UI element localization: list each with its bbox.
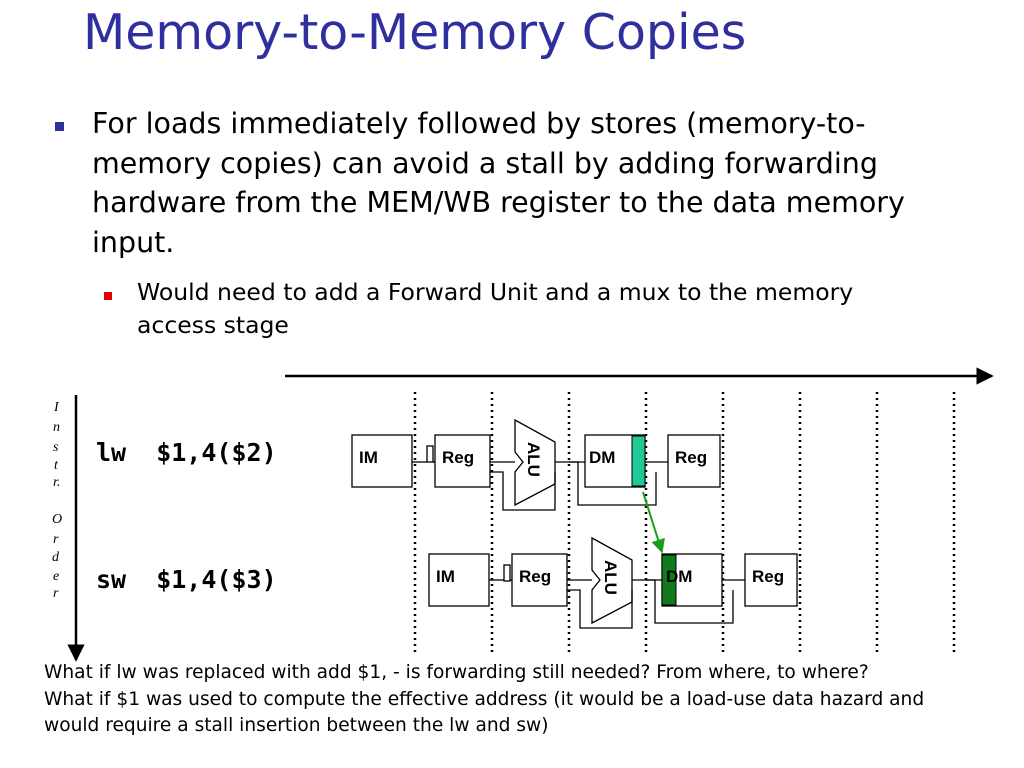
- instruction-lw: lw $1,4($2): [96, 438, 277, 467]
- order-letter: s: [53, 440, 59, 455]
- dm-forward-destination: [661, 554, 677, 606]
- question-line: What if lw was replaced with add $1, - i…: [44, 662, 869, 683]
- order-letter: O: [52, 512, 62, 527]
- im-stage-label: IM: [436, 567, 455, 586]
- order-letter: e: [53, 569, 59, 584]
- reg-read-stage-box: [511, 553, 568, 607]
- bullet-square-icon: [55, 122, 64, 131]
- pipeline-row-sw: IM Reg ALU DM Reg: [428, 536, 798, 629]
- question-text: What if lw was replaced with add $1, - i…: [44, 660, 1014, 740]
- alu-shape: [591, 536, 633, 625]
- clock-cycle-dividers: [413, 392, 956, 655]
- alu-stage-label: ALU: [601, 560, 620, 595]
- order-letter: r: [53, 586, 59, 601]
- order-letter: r.: [53, 475, 60, 490]
- question-line: would require a stall insertion between …: [44, 715, 549, 736]
- pipeline-row-lw: IM Reg ALU DM Reg: [351, 418, 721, 511]
- reg-read-stage-box: [434, 434, 491, 488]
- alu-shape: [514, 418, 556, 507]
- im-stage-box: [428, 553, 490, 607]
- main-bullet-text: For loads immediately followed by stores…: [92, 107, 905, 259]
- dm-stage-label: DM: [666, 567, 692, 586]
- if-id-register: [503, 564, 511, 582]
- reg-write-stage-box: [744, 553, 798, 607]
- dm-stage-label: DM: [589, 448, 615, 467]
- reg-read-stage-label: Reg: [442, 448, 474, 467]
- order-letter: d: [52, 550, 60, 565]
- alu-stage-label: ALU: [524, 442, 543, 477]
- sub-bullet-square-icon: [104, 292, 112, 300]
- order-letter: r: [53, 532, 59, 547]
- reg-write-stage-label: Reg: [752, 567, 784, 586]
- question-line: What if $1 was used to compute the effec…: [44, 688, 925, 710]
- order-letter: n: [53, 420, 60, 435]
- im-stage-box: [351, 434, 413, 488]
- sub-bullet-text: Would need to add a Forward Unit and a m…: [137, 278, 854, 339]
- mem-wb-forward-source: [631, 435, 646, 487]
- order-letter: I: [53, 400, 60, 415]
- instruction-sw: sw $1,4($3): [96, 565, 277, 594]
- reg-write-stage-box: [667, 434, 721, 488]
- instruction-order-label: I n s t r. O r d e r: [52, 400, 62, 601]
- order-letter: t: [54, 458, 59, 473]
- forwarding-arrow: [642, 491, 665, 554]
- reg-read-stage-label: Reg: [519, 567, 551, 586]
- slide-title: Memory-to-Memory Copies: [83, 4, 747, 61]
- im-stage-label: IM: [359, 448, 378, 467]
- if-id-register: [426, 445, 434, 463]
- reg-write-stage-label: Reg: [675, 448, 707, 467]
